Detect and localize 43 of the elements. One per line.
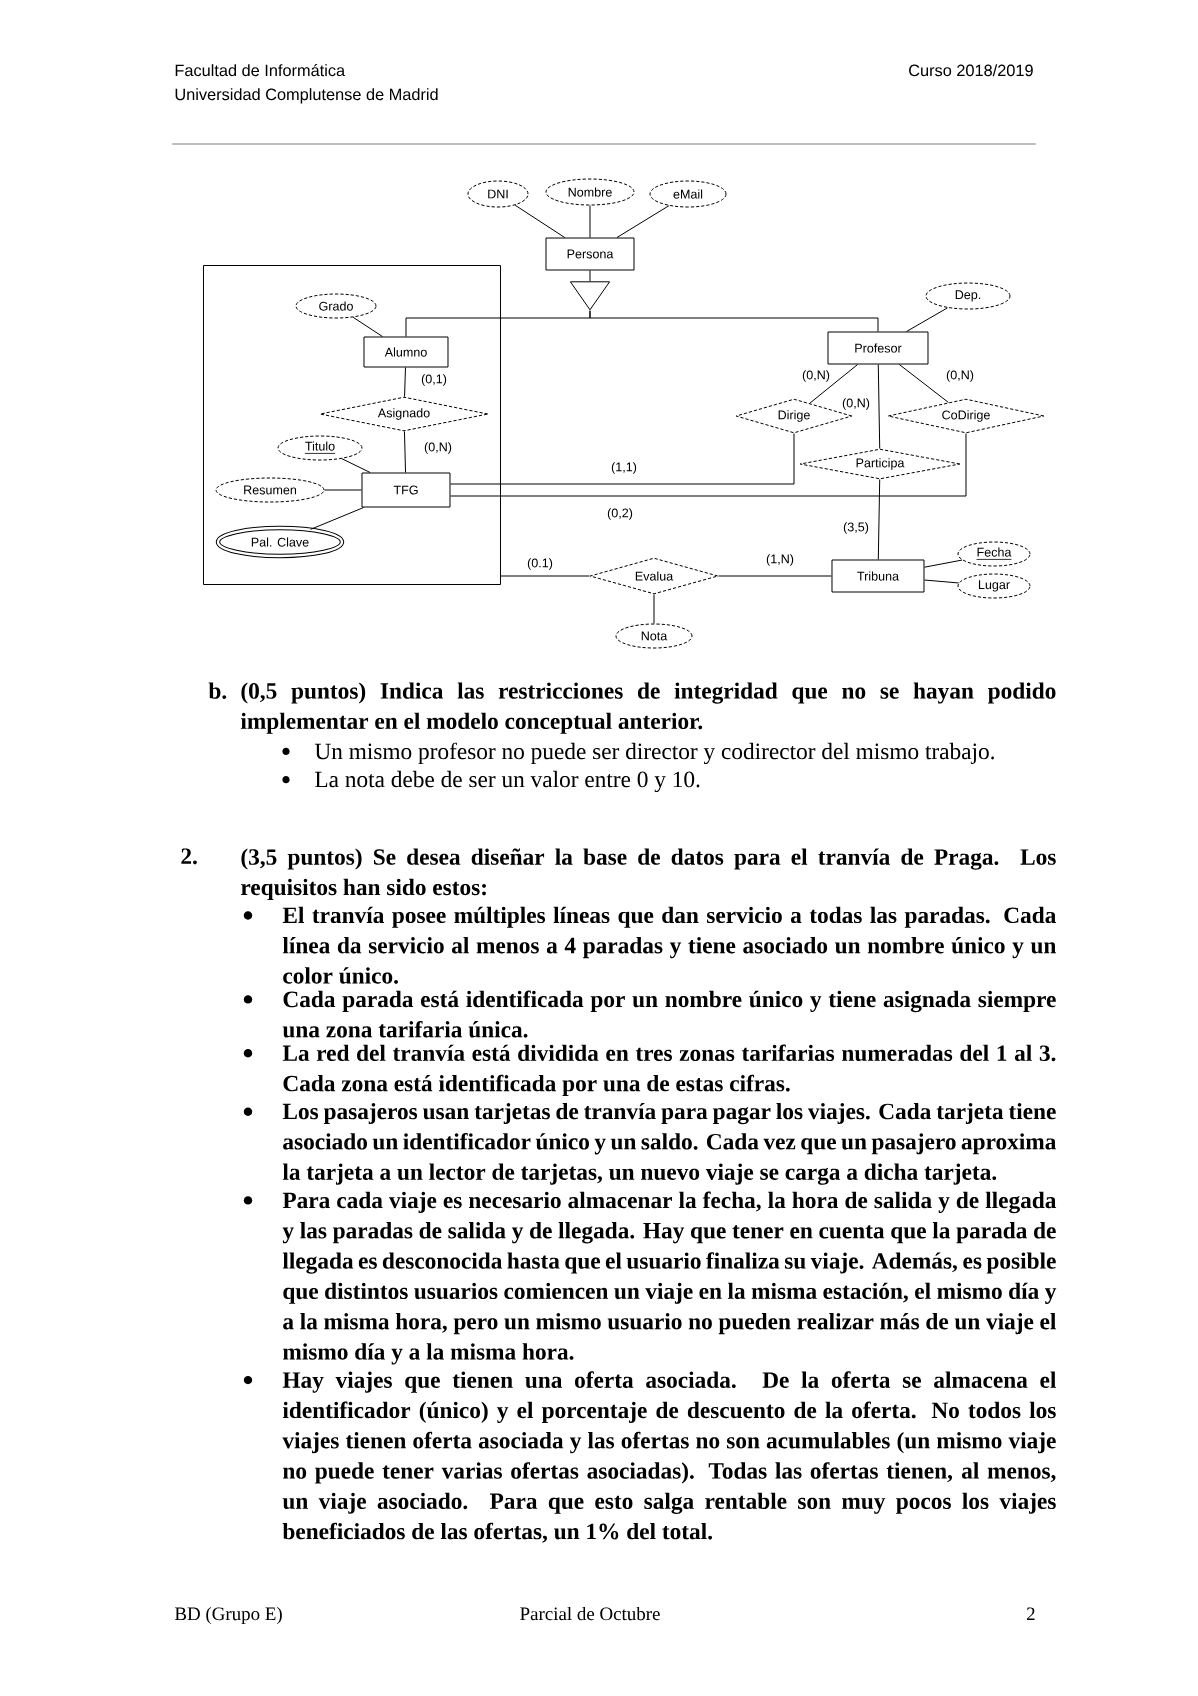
- connector-line: [653, 594, 655, 624]
- requirement-item: La red del tranvía está dividida en tres zonas tarifarias numeradas del 1 al 3. Cada zona está identificada por una de estas cifras.: [282, 1044, 1056, 1097]
- item-number: b.: [208, 682, 227, 699]
- requirement-item: Cada parada está identificada por un nombre único y tiene asignada siempre una zona tarifaria única.: [282, 990, 1056, 1038]
- footer-text: Parcial de Octubre: [520, 1606, 660, 1621]
- connector-line: [718, 575, 832, 577]
- connector-line: [500, 575, 590, 577]
- header-text: Universidad Complutense de Madrid: [175, 88, 438, 104]
- question-text: (3,5 puntos) Se desea diseñar la base de datos para el tranvía de Praga. Los requisitos han sido estos:: [241, 848, 1056, 900]
- header-text: Facultad de Informática: [175, 64, 346, 77]
- connector-line: [341, 458, 371, 473]
- connector-line: [450, 433, 967, 497]
- connector-line: [589, 205, 591, 238]
- aggregation-box: [203, 265, 501, 585]
- connector-line: [924, 579, 960, 584]
- connector-line: [352, 316, 383, 337]
- question-text: (0,5 puntos) Indica las restricciones de integridad que no se hayan podido implementar en el modelo conceptual anterior.: [240, 682, 1056, 734]
- answer-item: Un mismo profesor no puede ser director y codirector del mismo trabajo.: [314, 742, 994, 765]
- requirement-item: Para cada viaje es necesario almacenar la fecha, la hora de salida y de llegada y las paradas de salida y de llegada. Hay que tener en cuenta que la parada de llegada es desconocida hasta que el usuario finaliza su viaje. Además, es posible que distintos usuarios comiencen un viaje en la misma estación, el mismo día y a la misma hora, pero un mismo usuario no pueden realizar más de un viaje el mismo día y a la misma hora.: [282, 1191, 1057, 1365]
- connector-line: [589, 310, 879, 332]
- connector-line: [906, 307, 948, 332]
- connector-line: [450, 433, 795, 485]
- connector-line: [403, 430, 407, 473]
- page-number: 2: [1026, 1607, 1035, 1620]
- connector-line: [877, 364, 881, 450]
- connector-line: [898, 364, 949, 403]
- connector-line: [924, 559, 963, 568]
- connector-line: [809, 364, 859, 404]
- connector-line: [324, 489, 362, 491]
- connector-line: [877, 478, 881, 560]
- footer-text: BD (Grupo E): [174, 1606, 282, 1625]
- requirement-item: Los pasajeros usan tarjetas de tranvía para pagar los viajes. Cada tarjeta tiene asociado un identificador único y un saldo. Cada vez que un pasajero aproxima la tarjeta a un lector de tarjetas, un nuevo viaje se carga a dicha tarjeta.: [282, 1102, 1057, 1185]
- connector-line: [616, 205, 670, 238]
- connector-line: [514, 204, 566, 238]
- requirement-item: Hay viajes que tienen una oferta asociada. De la oferta se almacena el identificador (único) y el porcentaje de descuento de la oferta. No todos los viajes tienen oferta asociada y las ofertas no son acumulables (un mismo viaje no puede tener varias ofertas asociadas). Todas las ofertas tienen, al menos, un viaje asociado. Para que esto salga rentable son muy pocos los viajes beneficiados de las ofertas, un 1% del total.: [282, 1371, 1057, 1543]
- isa-triangle: [569, 281, 611, 311]
- header-text: Curso 2018/2019: [909, 64, 1033, 77]
- item-number: 2.: [181, 848, 197, 865]
- answer-item: La nota debe de ser un valor entre 0 y 10.: [315, 770, 700, 793]
- connector-line: [404, 367, 406, 398]
- connector-line: [310, 507, 365, 530]
- requirement-item: El tranvía posee múltiples líneas que dan servicio a todas las paradas. Cada línea da servicio al menos a 4 paradas y tiene asociado un nombre único y un color único.: [282, 906, 1057, 984]
- connector-line: [589, 270, 591, 282]
